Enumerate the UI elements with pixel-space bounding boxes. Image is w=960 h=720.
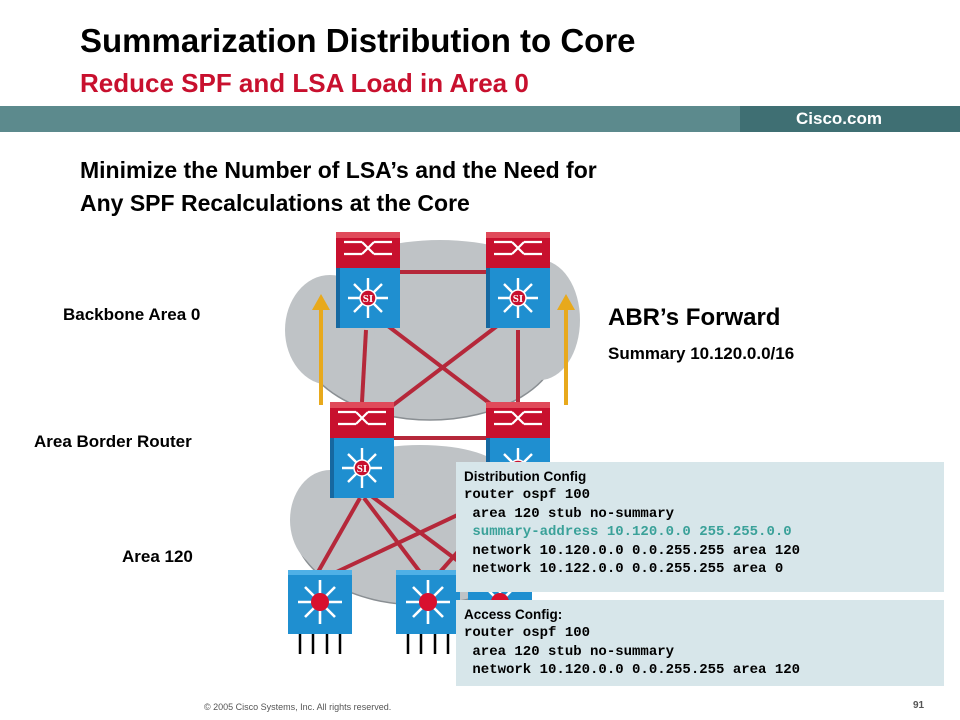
core-switch-left-icon[interactable] [334, 230, 402, 330]
access-config-box: Access Config: router ospf 100 area 120 … [456, 600, 944, 686]
area-border-router-label: Area Border Router [34, 432, 192, 451]
config-line: router ospf 100 [464, 487, 591, 503]
slide-subtitle: Reduce SPF and LSA Load in Area 0 [80, 68, 529, 98]
config-line: network 10.120.0.0 0.0.255.255 area 120 [464, 542, 801, 559]
cisco-brand: Cisco.com [796, 109, 882, 128]
access-switch-1-icon[interactable] [286, 568, 354, 656]
backbone-area-label: Backbone Area 0 [63, 305, 201, 324]
header-bar: Cisco.com [0, 106, 960, 132]
up-arrow-icon [312, 294, 330, 405]
distribution-config-box: Distribution Config router ospf 100 area… [456, 462, 944, 592]
page-number: 91 [913, 700, 925, 711]
config-line: area 120 stub no-summary [464, 505, 675, 522]
config-line: area 120 stub no-summary [464, 643, 675, 660]
up-arrow-icon [557, 294, 575, 405]
heading-line-2: Any SPF Recalculations at the Core [80, 190, 470, 216]
header-bar-light [0, 106, 740, 132]
abr-switch-left-icon[interactable] [328, 400, 396, 500]
distribution-config-title: Distribution Config [464, 469, 587, 484]
access-config-title: Access Config: [464, 607, 563, 622]
config-line: network 10.120.0.0 0.0.255.255 area 120 [464, 662, 801, 679]
copyright: © 2005 Cisco Systems, Inc. All rights re… [204, 702, 392, 712]
area-120-label: Area 120 [122, 547, 193, 566]
access-switch-2-icon[interactable] [394, 568, 462, 656]
slide-title: Summarization Distribution to Core [80, 22, 636, 59]
summary-label: Summary 10.120.0.0/16 [608, 344, 795, 363]
core-switch-right-icon[interactable] [484, 230, 552, 330]
config-line: network 10.122.0.0 0.0.255.255 area 0 [464, 561, 784, 578]
abr-forward-label: ABR’s Forward [608, 304, 781, 331]
config-line-summary-address: summary-address 10.120.0.0 255.255.0.0 [464, 524, 792, 541]
heading-line-1: Minimize the Number of LSA’s and the Nee… [80, 157, 597, 183]
config-line: router ospf 100 [464, 625, 591, 641]
